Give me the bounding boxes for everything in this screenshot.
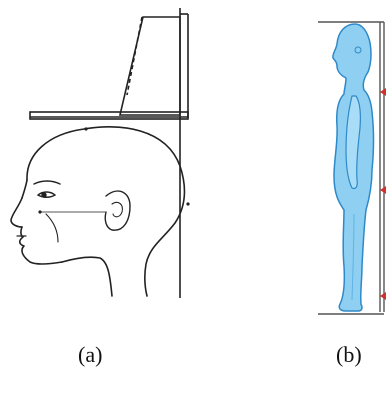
ear (105, 191, 130, 230)
head-outline (11, 127, 185, 296)
head-block (120, 17, 180, 115)
contact-markers (380, 88, 386, 300)
eyebrow (34, 181, 60, 184)
marker-arrow (380, 186, 386, 194)
panel-a-head-profile (0, 0, 220, 330)
panel-b-standing-body (300, 0, 387, 330)
reference-points (38, 127, 189, 213)
nose (11, 198, 22, 227)
marker-arrow (380, 88, 386, 96)
body-silhouette (333, 24, 374, 311)
head-profile-illustration (0, 0, 220, 330)
panel-b-caption: (b) (336, 344, 362, 366)
panel-a-caption: (a) (78, 344, 102, 366)
mouth-chin (20, 227, 62, 264)
headboard (30, 8, 188, 298)
jaw-neck (62, 257, 112, 296)
standing-body-illustration (300, 0, 387, 330)
marker-arrow (380, 292, 386, 300)
